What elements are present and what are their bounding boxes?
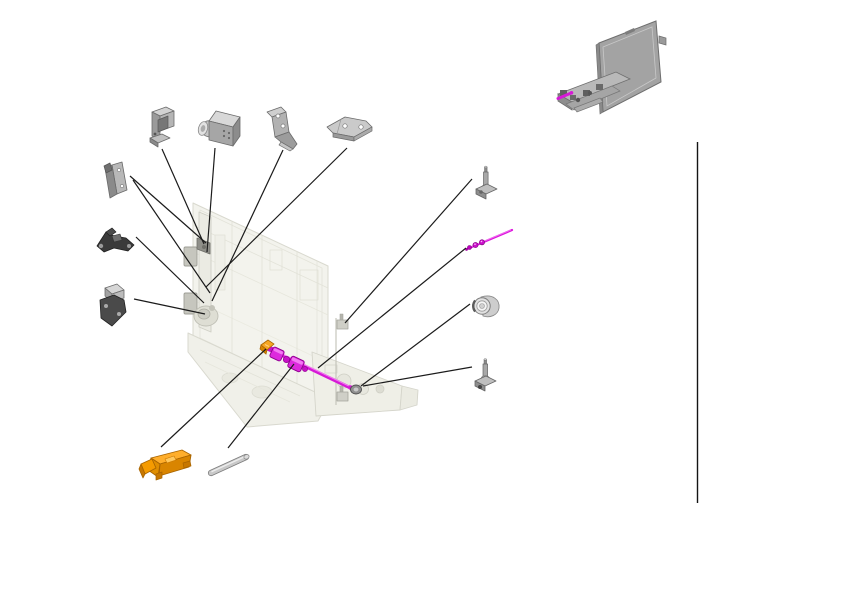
main-assembly-ghost [183,202,419,428]
part-corner-bracket [149,106,175,148]
part-flat-bracket [326,116,373,142]
leader-line-orange-holder [160,348,267,448]
shaft-coupling-1 [269,346,285,362]
ghost-hinge-upper [183,246,198,267]
part-metal-pin [207,453,250,477]
leader-line-flat-bracket [205,147,348,288]
part-roller-bracket [99,283,127,327]
part-post-bracket-lower [474,358,497,392]
leader-line-cone-knob [360,303,471,387]
part-orange-holder [138,449,192,481]
part-sensor-rod [465,228,514,251]
leader-line-post-bracket-upper [344,178,473,324]
ghost-base [187,332,331,428]
part-latch-bracket [266,106,298,152]
part-hinge-bracket [103,161,128,199]
leader-line-solenoid [206,147,216,253]
ghost-post-mount-lower [336,385,349,402]
thumbnail-shaft-highlight [556,92,572,100]
leader-lines [129,147,473,449]
leader-line-hinge-bracket-2 [132,179,211,294]
leader-line-corner-bracket [161,148,205,245]
shaft-collar [282,355,291,364]
leader-line-sensor-rod [317,247,467,369]
part-post-bracket-upper [475,165,498,200]
part-pivot-arm [96,227,135,253]
shaft-orange-clip [259,339,275,355]
part-cone-knob [472,295,500,318]
thumbnail-base [556,71,631,113]
assembly-thumbnail [556,20,667,115]
ghost-hinge-lower [183,292,198,315]
leader-line-hinge-bracket [129,175,207,244]
leader-line-pivot-arm [135,236,205,304]
thumbnail-lid [598,20,662,113]
leader-line-roller-bracket [133,298,206,315]
thumbnail-tab [658,35,667,46]
leader-line-latch-bracket [211,149,284,302]
leader-line-post-bracket-lower [362,366,473,387]
shaft-coupling-2 [287,355,305,373]
drive-shaft-assembly [259,339,362,395]
ghost-post-mount-upper [336,313,349,330]
part-solenoid [197,110,241,147]
leader-line-metal-pin [227,363,295,449]
